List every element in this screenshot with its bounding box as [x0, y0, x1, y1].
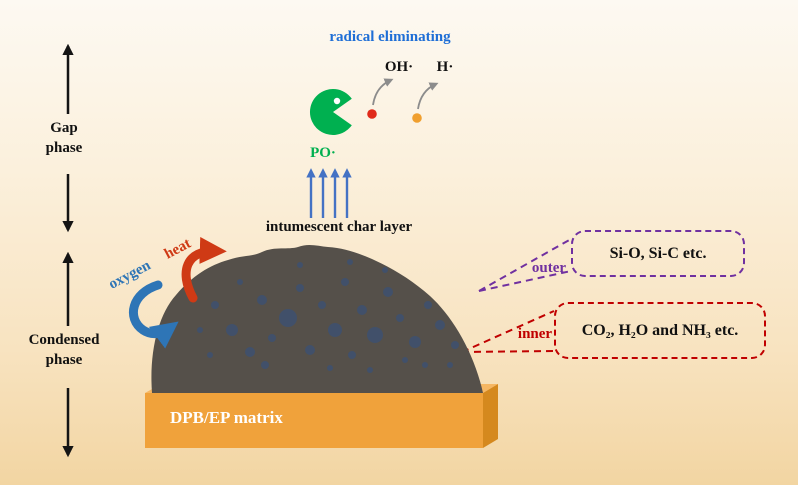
outer-products-box: Si-O, Si-C etc.	[571, 230, 745, 277]
matrix-label: DPB/EP matrix	[170, 408, 283, 427]
inner-products-box: CO₂, H₂O and NH₃ etc.	[554, 302, 766, 359]
oh-radical-dot-icon	[367, 109, 377, 119]
char-layer-mound	[151, 244, 483, 393]
po-radical-label: PO·	[310, 145, 336, 161]
outer-callout-lines	[478, 238, 572, 292]
char-layer-label: intumescent char layer	[265, 219, 413, 235]
outer-label: outer	[531, 260, 567, 276]
gap-phase-label: Gap phase	[45, 120, 83, 156]
radical-eliminating-label: radical eliminating	[329, 29, 451, 45]
inner-products-text: CO₂, H₂O and NH₃ etc.	[581, 321, 739, 339]
po-release-arrows	[306, 168, 352, 218]
heat-arrow	[181, 236, 227, 303]
oxygen-arrow	[129, 280, 179, 349]
outer-products-text: Si-O, Si-C etc.	[609, 244, 707, 262]
condensed-phase-label: Condensed phase	[28, 332, 100, 368]
po-radical-pacman-icon	[309, 89, 352, 135]
radical-capture-arrows	[372, 78, 439, 110]
inner-callout-lines	[461, 310, 555, 353]
oh-radical-label: OH·	[384, 59, 414, 75]
matrix-box	[145, 384, 498, 448]
char-bubbles	[197, 259, 459, 373]
inner-label: inner	[517, 326, 553, 342]
h-radical-label: H·	[436, 59, 454, 75]
h-radical-dot-icon	[412, 113, 422, 123]
